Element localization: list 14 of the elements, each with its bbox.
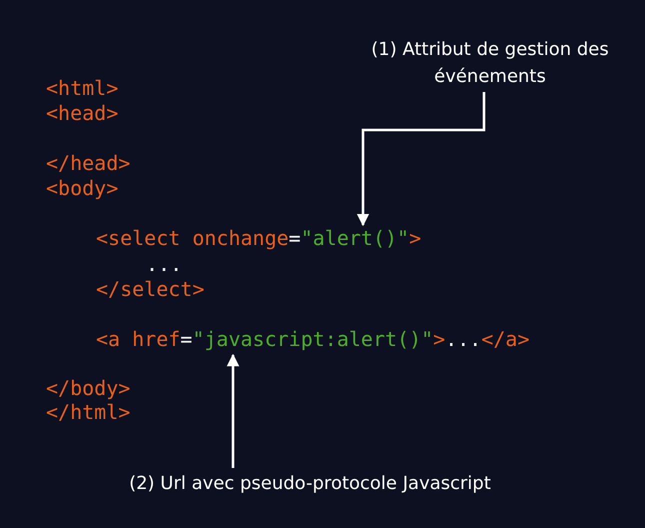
leader-arrow [226, 354, 240, 468]
code-line: </select> [96, 277, 204, 301]
leader-arrow [356, 92, 486, 226]
code-line: <select onchange="alert()"> [96, 226, 422, 250]
code-line: <head> [46, 101, 118, 125]
annotation-text: (2) Url avec pseudo-protocole Javascript [80, 470, 540, 497]
code-line: <a href="javascript:alert()">...</a> [96, 327, 530, 351]
annotation-text: (1) Attribut de gestion des événements [370, 36, 610, 90]
code-line: <html> [46, 76, 118, 100]
code-line: </html> [46, 400, 130, 424]
code-line: </head> [46, 151, 130, 175]
code-line: <body> [46, 176, 118, 200]
code-line: </body> [46, 376, 130, 400]
code-line: ... [146, 252, 182, 276]
